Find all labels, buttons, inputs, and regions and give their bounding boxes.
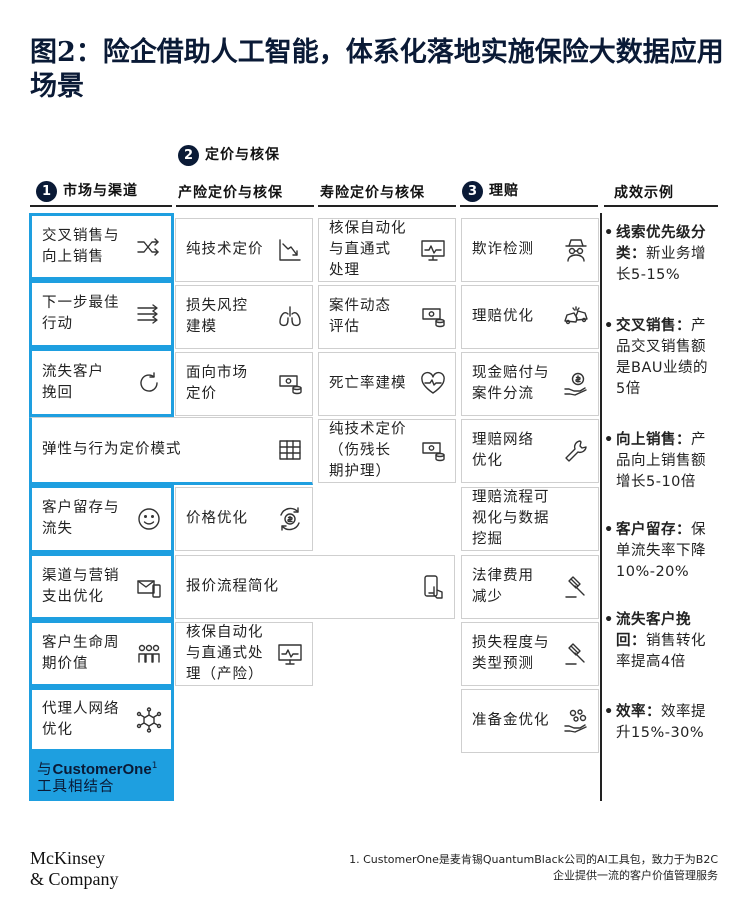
cell-lifetime-value: 客户生命周 期价值 (29, 620, 174, 687)
cell-quote-process: 报价流程简化 (175, 555, 455, 619)
cell-pc-underwriting-automation: 核保自动化 与直通式处 理（产险） (175, 622, 313, 686)
effect-item: •向上销售：产品向上销售额增长5-10倍 (604, 432, 706, 490)
refresh-icon (135, 369, 163, 397)
car-crash-icon (562, 303, 590, 331)
monitor-pulse-icon (276, 640, 304, 668)
footnote: 1. CustomerOne是麦肯锡QuantumBlack公司的AI工具包，致… (349, 853, 718, 882)
cell-loss-severity-prediction: 损失程度与 类型预测 (461, 622, 599, 686)
cell-market-pricing: 面向市场 定价 (175, 352, 313, 416)
cell-life-underwriting-automation: 核保自动化 与直通式 处理 (318, 218, 456, 282)
monitor-pulse-icon (419, 236, 447, 264)
cell-claims-network: 理赔网络 优化 (461, 419, 599, 483)
step-number-1: 1 (36, 180, 57, 202)
cell-claims-visualization: 理赔流程可 视化与数据 挖掘 (461, 487, 599, 551)
divider (460, 205, 598, 207)
grid-icon (276, 436, 304, 464)
wrench-icon (562, 437, 590, 465)
cell-price-optimization: 价格优化 (175, 487, 313, 551)
cell-legal-cost-reduction: 法律费用 减少 (461, 555, 599, 619)
cell-mortality-model: 死亡率建模 (318, 352, 456, 416)
customerone-note: 与CustomerOne1 工具相结合 (29, 752, 174, 801)
divider (30, 205, 172, 207)
header-life-pricing: 寿险定价与核保 (320, 185, 425, 201)
effects-panel: •线索优先级分类：新业务增长5-15% •交叉销售：产品交叉销售额是BAU业绩的… (600, 213, 718, 801)
lungs-icon (276, 303, 304, 331)
heart-pulse-icon (419, 370, 447, 398)
cell-cross-sell: 交叉销售与 向上销售 (29, 213, 174, 280)
cell-dynamic-case-assessment: 案件动态 评估 (318, 285, 456, 349)
divider (318, 205, 456, 207)
gavel-icon (562, 640, 590, 668)
smile-icon (135, 505, 163, 533)
cell-loss-risk-model: 损失风控 建模 (175, 285, 313, 349)
effect-item: •交叉销售：产品交叉销售额是BAU业绩的5倍 (604, 318, 708, 397)
cash-coins-icon (419, 437, 447, 465)
cell-elastic-pricing: 弹性与行为定价模式 (29, 417, 313, 485)
cell-agent-network: 代理人网络 优化 (29, 687, 174, 752)
footnote-marker: 1 (151, 761, 159, 771)
people-icon (135, 640, 163, 668)
mail-phone-icon (135, 573, 163, 601)
shuffle-icon (135, 233, 163, 261)
cell-disability-pricing: 纯技术定价 （伤残长 期护理） (318, 419, 456, 483)
effect-item: •效率：效率提升15%-30% (604, 704, 706, 741)
header-pc-pricing: 产险定价与核保 (178, 185, 283, 201)
gavel-icon (562, 573, 590, 601)
cell-retention: 客户留存与 流失 (29, 485, 174, 553)
trend-down-icon (276, 236, 304, 264)
divider (176, 205, 314, 207)
cell-claims-optimization: 理赔优化 (461, 285, 599, 349)
customerone-brand: CustomerOne (52, 760, 152, 778)
cell-fraud-detection: 欺诈检测 (461, 218, 599, 282)
page-title: 图2：险企借助人工智能，体系化落地实施保险大数据应用场景 (30, 37, 724, 102)
step-number-2: 2 (178, 144, 199, 166)
hand-coins-icon (562, 707, 590, 735)
cell-channel-marketing: 渠道与营销 支出优化 (29, 553, 174, 620)
effect-item: •流失客户挽回：销售转化率提高4倍 (604, 612, 706, 670)
hand-coin-icon (562, 370, 590, 398)
arrows-right-icon (135, 300, 163, 328)
cell-next-best-action: 下一步最佳 行动 (29, 280, 174, 348)
cell-churn-winback: 流失客户 挽回 (29, 348, 174, 417)
network-cube-icon (135, 706, 163, 734)
effect-item: •线索优先级分类：新业务增长5-15% (604, 225, 706, 283)
cash-coins-icon (276, 370, 304, 398)
divider (604, 205, 718, 207)
effect-item: •客户留存：保单流失率下降10%-20% (604, 522, 706, 580)
step-number-3: 3 (462, 180, 483, 202)
cell-cash-payout-triage: 现金赔付与 案件分流 (461, 352, 599, 416)
cell-reserve-optimization: 准备金优化 (461, 689, 599, 753)
spy-icon (562, 236, 590, 264)
cell-pure-technical-pricing: 纯技术定价 (175, 218, 313, 282)
coin-cycle-icon (276, 505, 304, 533)
mckinsey-logo: McKinsey & Company (30, 848, 119, 889)
header-effects: 成效示例 (614, 185, 674, 201)
cash-coins-icon (419, 303, 447, 331)
phone-tap-icon (418, 573, 446, 601)
